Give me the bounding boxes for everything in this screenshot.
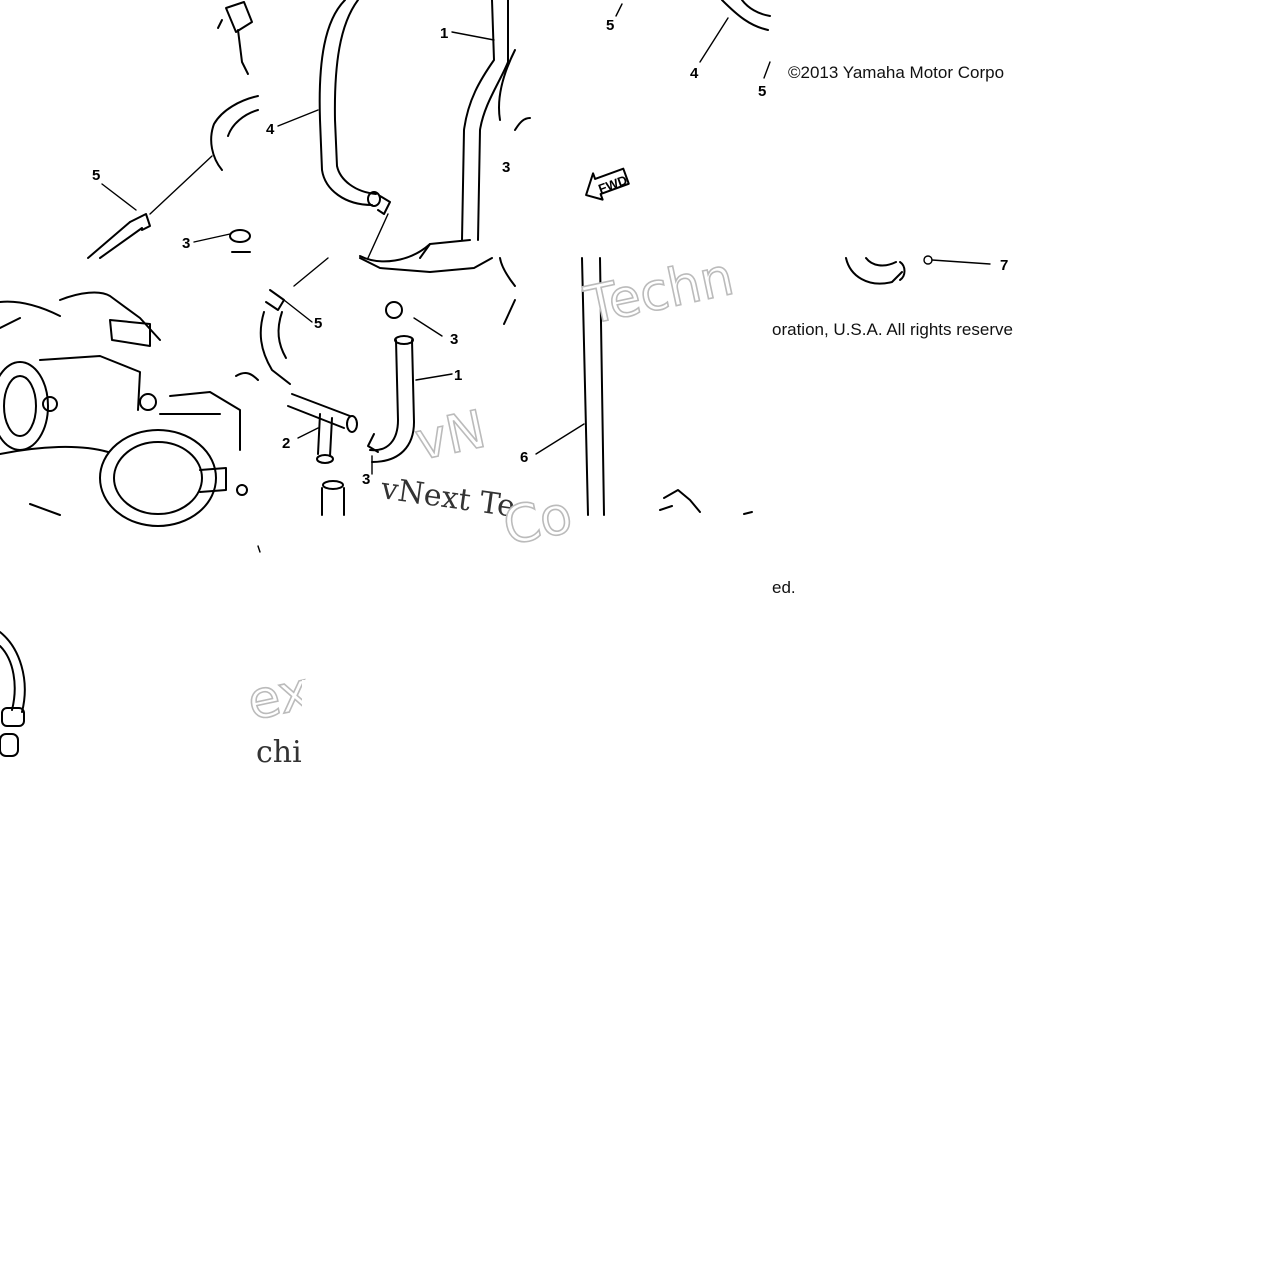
middle-top-tile [277, 0, 516, 263]
callout-3b: 3 [502, 159, 510, 176]
fwd-arrow [585, 167, 630, 201]
watermark-vn: vN [410, 400, 491, 473]
callout-6: 6 [520, 449, 528, 466]
watermark-vnext: vNext Te [378, 471, 517, 525]
left-top-tile [87, 1, 259, 259]
callout-3d: 3 [362, 471, 370, 488]
callout-2: 2 [282, 435, 290, 452]
throttle-body-tile [0, 291, 259, 527]
callout-1a: 1 [440, 25, 448, 42]
watermark-ex: ex [242, 661, 315, 733]
middle-lower-fragment [257, 545, 261, 553]
callout-5a: 5 [92, 167, 100, 184]
callout-3a: 3 [182, 235, 190, 252]
t-joint-tile [259, 257, 516, 516]
copyright-line-2: oration, U.S.A. All rights reserve [772, 320, 1013, 339]
watermark-chi: chi [256, 735, 302, 770]
hose-clamp-tile [0, 631, 26, 757]
callout-5d: 5 [314, 315, 322, 332]
watermark-co: Co [498, 485, 577, 558]
copyright-line-3: ed. [772, 578, 796, 597]
long-pipe-tile [535, 257, 753, 516]
callout-7: 7 [1000, 257, 1008, 274]
callout-5c: 5 [758, 83, 766, 100]
callout-5b: 5 [606, 17, 614, 34]
right-hose-fragment [845, 255, 991, 285]
watermark-techn: Techn [579, 247, 739, 337]
callout-1b: 1 [454, 367, 462, 384]
callout-4b: 4 [690, 65, 699, 82]
callout-numbers: 5 3 4 1 3 5 4 5 7 5 3 1 2 3 6 [92, 17, 1008, 488]
copyright-line-1: ©2013 Yamaha Motor Corpo [788, 63, 1005, 82]
callout-3c: 3 [450, 331, 458, 348]
callout-4a: 4 [266, 121, 275, 138]
right-top-tile: FWD [514, 0, 771, 201]
